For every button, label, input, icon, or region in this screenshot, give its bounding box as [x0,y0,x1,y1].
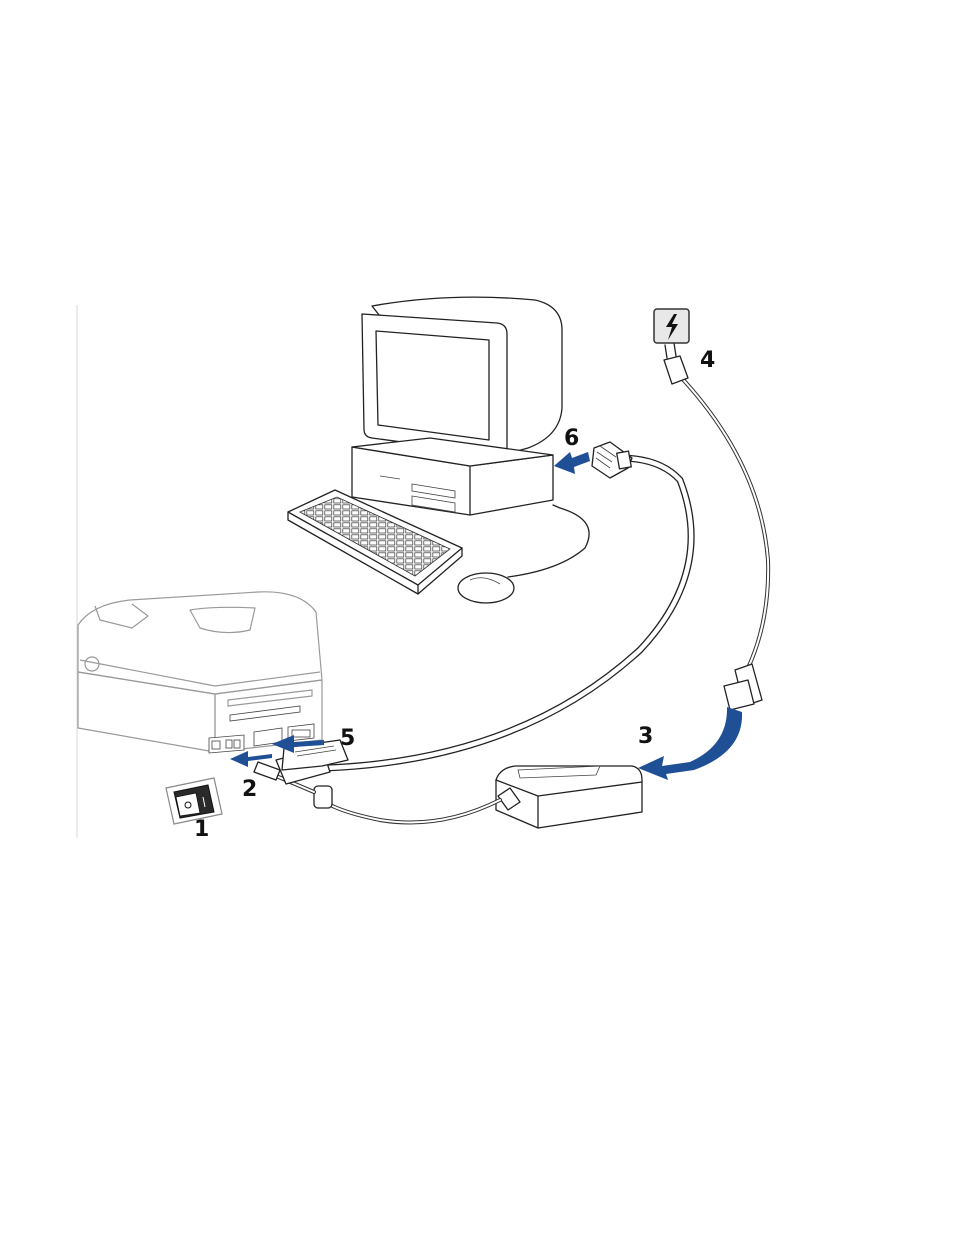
power-adapter-icon [496,766,642,828]
step-label-5: 5 [340,726,355,751]
arrow-6 [554,452,590,474]
power-plug-icon [664,343,688,384]
step-label-4: 4 [700,348,715,373]
computer [288,297,589,603]
step-label-1: 1 [194,817,209,842]
label-printer [78,592,322,753]
arrow-3 [638,707,742,780]
step-label-3: 3 [638,724,653,749]
iec-connector [724,664,762,710]
electric-hazard-icon [654,309,689,343]
step-label-2: 2 [242,777,257,802]
computer-parallel-connector [592,442,632,478]
step-label-6: 6 [564,426,579,451]
